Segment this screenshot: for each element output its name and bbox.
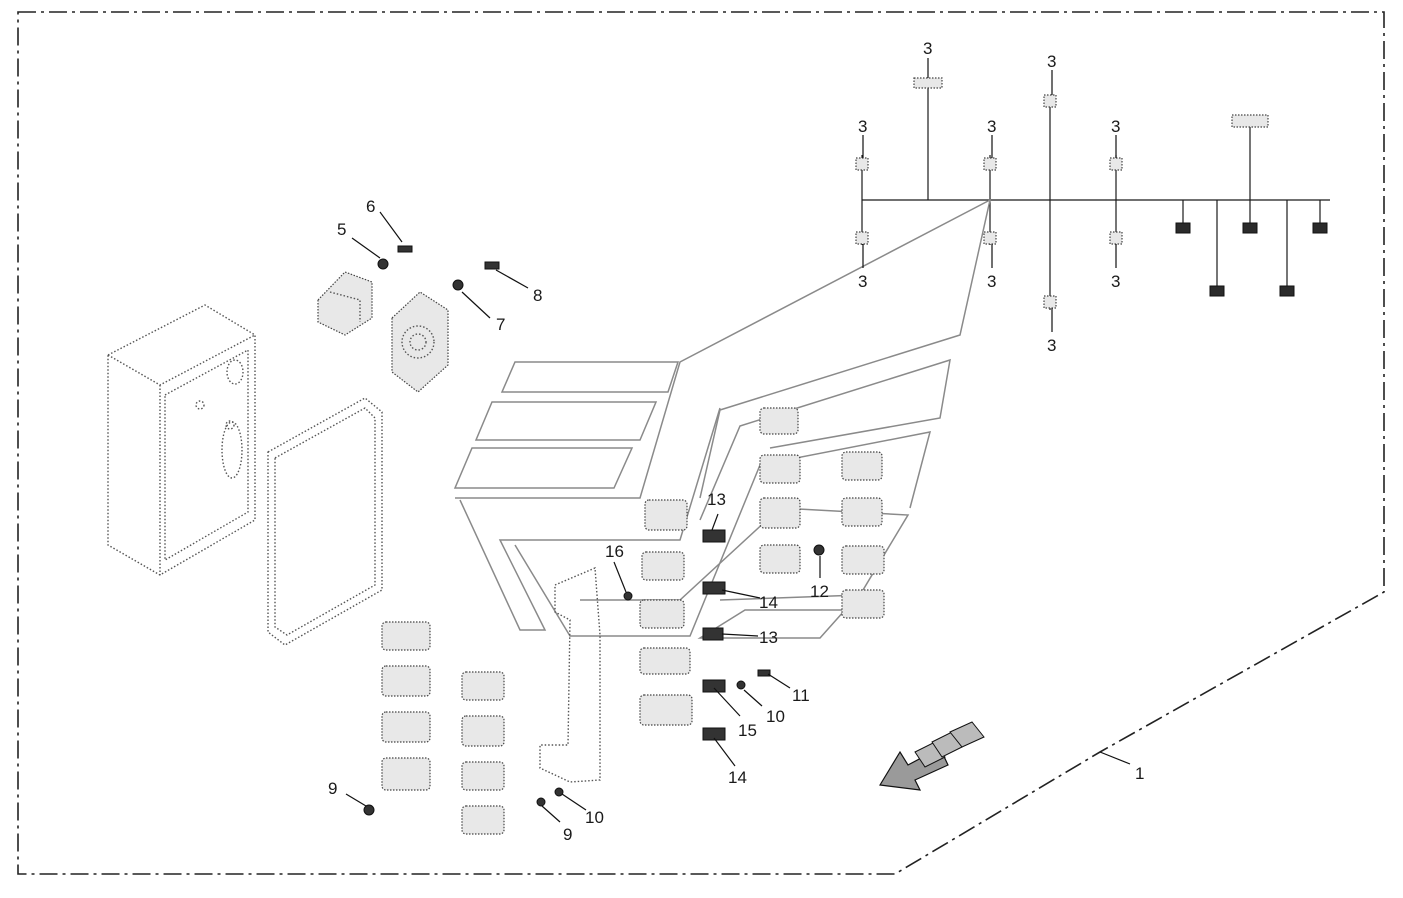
harness-connector bbox=[855, 231, 869, 245]
switch-assembly bbox=[317, 271, 373, 336]
callout-3: 3 bbox=[1111, 272, 1120, 291]
mounting-bracket bbox=[539, 566, 601, 783]
harness-connector bbox=[1109, 231, 1123, 245]
callout-3: 3 bbox=[987, 117, 996, 136]
callout-14: 14 bbox=[759, 593, 778, 612]
harness-connector bbox=[983, 157, 997, 171]
callout-7: 7 bbox=[496, 315, 505, 334]
washer-10 bbox=[736, 680, 746, 690]
callout-3: 3 bbox=[858, 272, 867, 291]
callout-8: 8 bbox=[533, 286, 542, 305]
relay-group-left bbox=[381, 621, 431, 791]
harness-connector bbox=[1043, 94, 1057, 108]
harness-terminal bbox=[1175, 222, 1191, 234]
callout-9: 9 bbox=[328, 779, 337, 798]
harness-connector bbox=[913, 77, 943, 89]
callout-3: 3 bbox=[1047, 52, 1056, 71]
callout-3: 3 bbox=[858, 117, 867, 136]
callout-3: 3 bbox=[923, 39, 932, 58]
callout-12: 12 bbox=[810, 582, 829, 601]
harness-terminal bbox=[1312, 222, 1328, 234]
nut-9 bbox=[363, 804, 375, 816]
callout-1: 1 bbox=[1135, 764, 1144, 783]
relay-group-center bbox=[639, 407, 885, 726]
callout-14: 14 bbox=[728, 768, 747, 787]
harness-connector bbox=[1109, 157, 1123, 171]
fuse-15 bbox=[702, 679, 726, 693]
harness-connector bbox=[983, 231, 997, 245]
enclosure-box bbox=[107, 304, 256, 576]
rotary-switch bbox=[391, 291, 449, 393]
screw-11 bbox=[757, 669, 771, 677]
bolt bbox=[484, 261, 500, 270]
callout-labels: 1 3 3 3 3 3 3 3 3 3 5 6 7 8 9 9 10 10 11… bbox=[328, 39, 1144, 844]
callout-3: 3 bbox=[1111, 117, 1120, 136]
harness-terminal bbox=[1279, 285, 1295, 297]
fuse-13 bbox=[702, 529, 726, 543]
harness-connector bbox=[1043, 295, 1057, 309]
harness-terminal bbox=[1242, 222, 1258, 234]
leader-lines bbox=[345, 58, 1131, 823]
callout-10: 10 bbox=[585, 808, 604, 827]
washer bbox=[377, 258, 389, 270]
washer-12 bbox=[813, 544, 825, 556]
enclosure-lid bbox=[267, 397, 383, 646]
wiring-harness bbox=[855, 77, 1330, 310]
callout-3: 3 bbox=[987, 272, 996, 291]
callout-15: 15 bbox=[738, 721, 757, 740]
callout-10: 10 bbox=[766, 707, 785, 726]
fuse-14 bbox=[702, 727, 726, 741]
nut-9 bbox=[536, 797, 546, 807]
callout-16: 16 bbox=[605, 542, 624, 561]
screw bbox=[397, 245, 413, 253]
callout-11: 11 bbox=[792, 686, 810, 705]
relay-group-middle bbox=[461, 671, 505, 835]
callout-5: 5 bbox=[337, 220, 346, 239]
fuse-13 bbox=[702, 627, 724, 641]
harness-connector bbox=[855, 157, 869, 171]
callout-6: 6 bbox=[366, 197, 375, 216]
callout-13: 13 bbox=[707, 490, 726, 509]
direction-arrow-icon bbox=[879, 721, 985, 791]
assembly-guide-lines bbox=[453, 198, 992, 639]
washer bbox=[452, 279, 464, 291]
harness-terminal bbox=[1209, 285, 1225, 297]
fuse-14 bbox=[702, 581, 726, 595]
washer-10 bbox=[554, 787, 564, 797]
callout-9: 9 bbox=[563, 825, 572, 844]
harness-connector bbox=[1231, 114, 1269, 128]
callout-13: 13 bbox=[759, 628, 778, 647]
callout-3: 3 bbox=[1047, 336, 1056, 355]
nut-16 bbox=[623, 591, 633, 601]
